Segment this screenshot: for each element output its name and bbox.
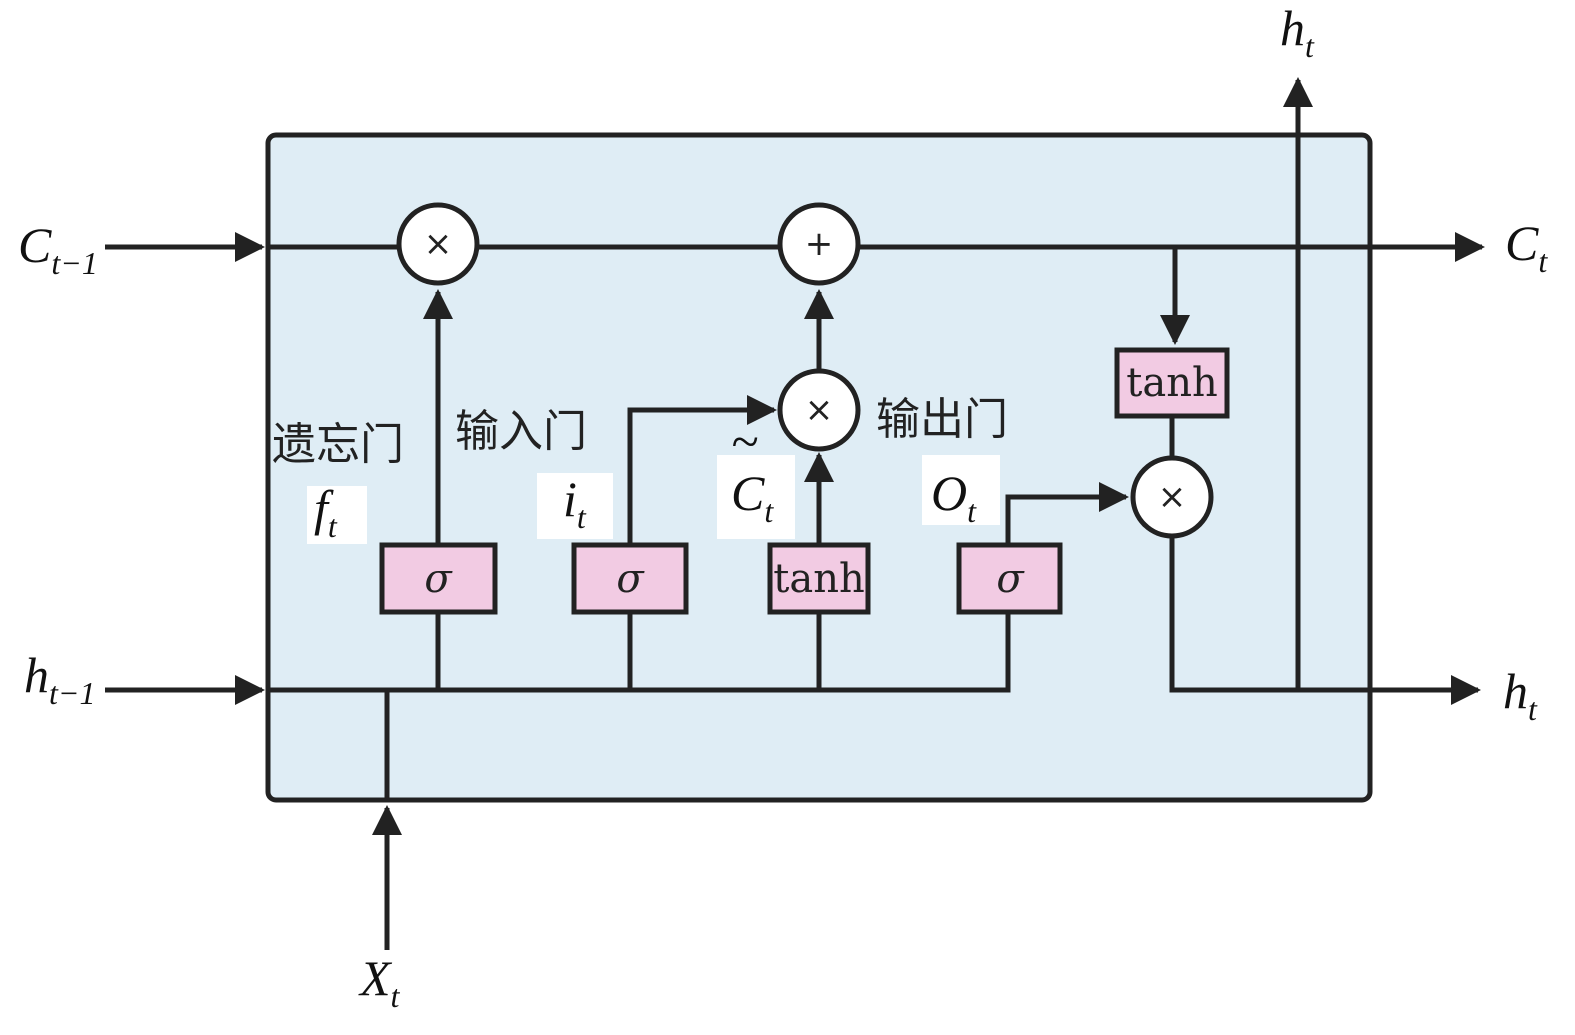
c-tilde-accent: ~ xyxy=(731,413,758,469)
input-gate-path xyxy=(627,395,777,690)
svg-text:+: + xyxy=(805,224,834,264)
forget-gate-sigma-box: σ xyxy=(379,542,498,615)
cell-output-path xyxy=(1160,77,1481,705)
svg-text:σ: σ xyxy=(424,556,453,602)
input-gate-sigma-box: σ xyxy=(571,542,689,615)
svg-text:tanh: tanh xyxy=(773,556,864,602)
forget-multiply-op: × xyxy=(396,202,480,286)
svg-text:σ: σ xyxy=(996,556,1025,602)
cell-add-op: + xyxy=(777,202,861,286)
h-next-right-label: ht xyxy=(1503,663,1538,727)
svg-text:×: × xyxy=(424,224,453,264)
hidden-state-line xyxy=(105,578,1011,950)
c-tilde-label: Ct xyxy=(731,465,774,529)
output-gate-label: 输出门 xyxy=(876,394,1008,445)
svg-text:tanh: tanh xyxy=(1126,360,1217,406)
c-next-label: Ct xyxy=(1505,215,1548,279)
c-prev-label: Ct−1 xyxy=(18,217,98,281)
forget-gate-label: 遗忘门 xyxy=(272,419,404,470)
output-multiply-op: × xyxy=(1130,455,1214,539)
output-gate-sigma-box: σ xyxy=(956,542,1063,615)
svg-text:σ: σ xyxy=(616,556,645,602)
input-gate-label: 输入门 xyxy=(455,406,587,457)
x-input-label: Xt xyxy=(358,950,401,1014)
o-t-label: Ot xyxy=(931,465,977,529)
svg-text:×: × xyxy=(1158,477,1187,517)
h-prev-label: ht−1 xyxy=(24,647,95,711)
i-t-label: it xyxy=(563,471,587,535)
cell-tanh-box: tanh xyxy=(1114,347,1230,419)
h-next-top-label: ht xyxy=(1280,0,1315,64)
candidate-tanh-box: tanh xyxy=(767,542,871,615)
output-gate-path xyxy=(1005,482,1129,545)
input-multiply-op: × xyxy=(777,368,861,452)
svg-text:×: × xyxy=(805,390,834,430)
